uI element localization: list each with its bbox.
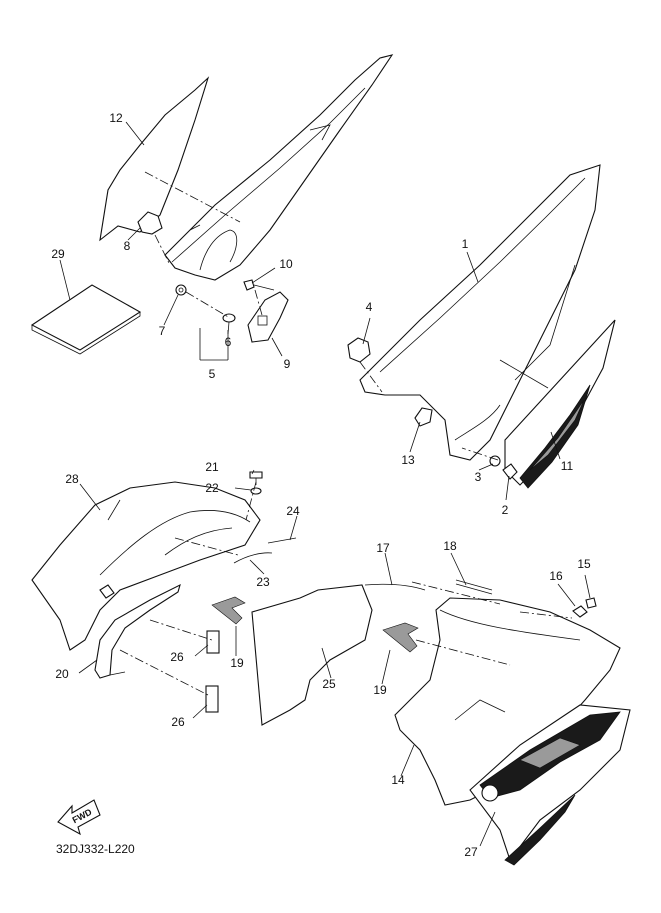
label-2: 2 bbox=[502, 503, 509, 517]
label-28: 28 bbox=[65, 472, 79, 486]
part-6-collar bbox=[222, 313, 236, 323]
part-18-strip bbox=[455, 579, 493, 595]
label-13: 13 bbox=[401, 453, 415, 467]
part-2-bolt bbox=[502, 463, 518, 480]
label-26-upper: 26 bbox=[170, 650, 184, 664]
rear-frame-cover bbox=[164, 54, 394, 281]
label-18: 18 bbox=[443, 539, 457, 553]
label-11: 11 bbox=[561, 459, 574, 473]
label-25: 25 bbox=[322, 677, 336, 691]
label-23: 23 bbox=[256, 575, 270, 589]
part-4-clip-nut bbox=[347, 337, 371, 363]
part-20-bracket bbox=[94, 583, 181, 679]
part-7-washer bbox=[175, 284, 187, 296]
part-13-grommet bbox=[414, 407, 433, 427]
label-19-left: 19 bbox=[230, 656, 244, 670]
part-29-manual-sheet bbox=[30, 284, 142, 355]
label-16: 16 bbox=[549, 569, 563, 583]
part-23-strip bbox=[233, 552, 273, 564]
label-26-lower: 26 bbox=[171, 715, 185, 729]
label-10: 10 bbox=[279, 257, 293, 271]
label-6: 6 bbox=[225, 335, 232, 349]
part-10-bolt bbox=[243, 279, 275, 291]
part-15-bolt bbox=[585, 597, 597, 609]
label-5: 5 bbox=[209, 367, 216, 381]
diagram-code: 32DJ332-L220 bbox=[56, 842, 135, 856]
part-26-pad-upper bbox=[206, 630, 220, 654]
label-3: 3 bbox=[475, 470, 482, 484]
part-21-screw bbox=[249, 471, 263, 485]
part-1-side-cover bbox=[359, 164, 601, 461]
part-19-protector-left bbox=[211, 596, 246, 625]
label-24: 24 bbox=[286, 504, 300, 518]
label-21: 21 bbox=[205, 460, 219, 474]
label-22: 22 bbox=[205, 481, 219, 495]
part-26-pad-lower bbox=[205, 685, 219, 713]
label-7: 7 bbox=[159, 324, 166, 338]
label-20: 20 bbox=[55, 667, 69, 681]
fwd-arrow-icon: FWD bbox=[57, 799, 101, 836]
part-19-protector-right bbox=[382, 622, 419, 653]
label-14: 14 bbox=[391, 773, 405, 787]
label-15: 15 bbox=[577, 557, 591, 571]
part-28-shroud bbox=[31, 481, 261, 651]
part-8-clip-nut bbox=[137, 211, 163, 235]
part-27-decal bbox=[469, 704, 631, 866]
label-27: 27 bbox=[464, 845, 478, 859]
part-16-nut bbox=[572, 605, 588, 618]
part-17-strip bbox=[364, 583, 426, 591]
part-22-nut bbox=[250, 487, 262, 495]
label-19-right: 19 bbox=[373, 683, 387, 697]
leader-lines bbox=[59, 121, 591, 847]
label-4: 4 bbox=[366, 300, 373, 314]
part-24-strip bbox=[267, 537, 297, 544]
label-29: 29 bbox=[51, 247, 65, 261]
part-9-bracket bbox=[247, 291, 289, 343]
label-1: 1 bbox=[462, 237, 469, 251]
part-25-guard-sheet bbox=[251, 584, 373, 726]
small-bolt-assembly bbox=[99, 584, 115, 599]
part-12-side-cover-panel bbox=[99, 76, 210, 242]
label-12: 12 bbox=[109, 111, 123, 125]
label-8: 8 bbox=[124, 239, 131, 253]
label-9: 9 bbox=[284, 357, 291, 371]
label-17: 17 bbox=[376, 541, 390, 555]
